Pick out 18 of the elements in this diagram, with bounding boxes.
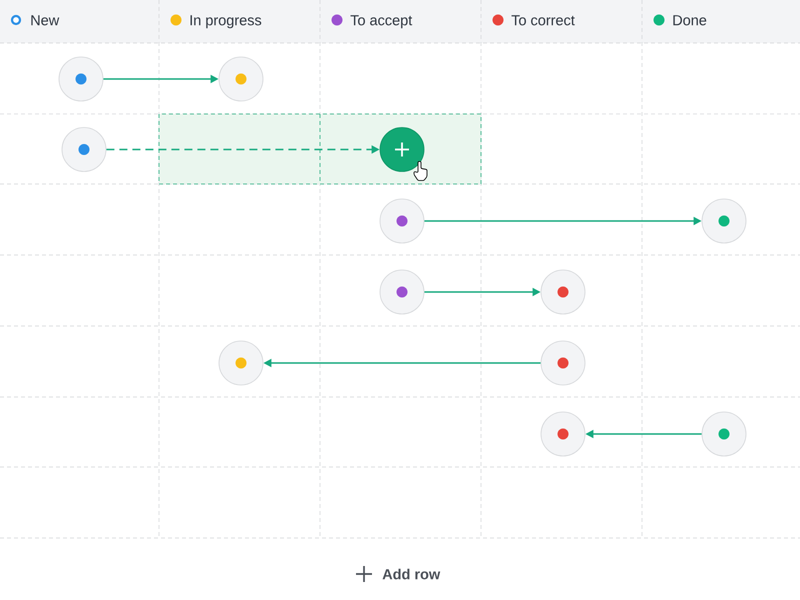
status-node [380,198,424,244]
status-node [540,412,586,456]
column-header: To accept [350,15,412,28]
status-node [380,270,424,314]
add-row-label: Add row [382,568,440,580]
column-header: In progress [190,15,262,28]
status-node [702,412,746,456]
status-node [62,127,106,172]
column-header: To correct [512,15,575,26]
status-node [218,56,264,102]
status-node [540,340,586,386]
column-header: New [31,15,60,26]
status-node [702,198,746,244]
status-node [540,270,586,314]
status-node [58,56,104,102]
status-node [218,340,264,386]
column-header: Done [673,15,706,26]
add-button [380,127,424,172]
